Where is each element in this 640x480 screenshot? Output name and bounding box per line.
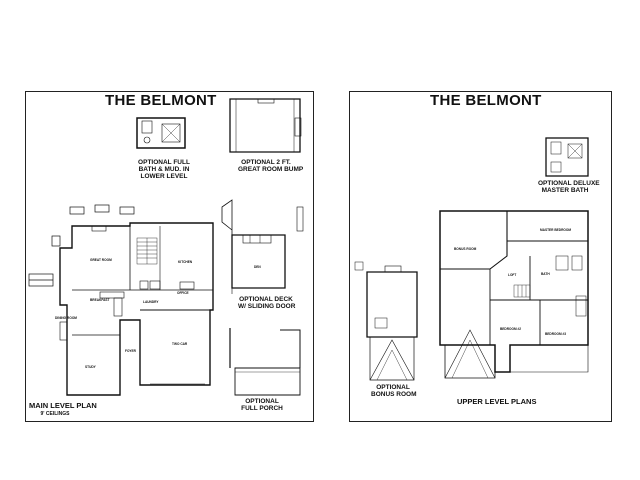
room-den: DEN [254,265,261,269]
option-bonus-inset [354,261,418,381]
room-kitchen: KITCHEN [178,260,193,264]
room-bonus-upper: BONUS ROOM [454,247,477,251]
side-elevation-boxes [28,204,135,287]
option-bonus-caption: OPTIONAL BONUS ROOM [371,384,417,398]
upper-level-plan-label: UPPER LEVEL PLANS [457,397,537,406]
room-foyer: FOYER [125,349,136,353]
option-basement-bath-caption: OPTIONAL FULL BATH & MUD. IN LOWER LEVEL [138,159,190,180]
room-study: STUDY [85,365,96,369]
main-level-ceiling-label: 9' CEILINGS [40,411,70,417]
room-dining: DINING ROOM [55,316,77,320]
room-loft: LOFT [508,273,517,277]
room-bedroom-3: BEDROOM #3 [545,332,567,336]
room-great-room: GREAT ROOM [90,258,112,262]
main-level-plan [59,222,214,396]
upper-level-plan [439,210,589,379]
room-garage: TWO CAR [172,342,188,346]
room-bedroom-2: BEDROOM #2 [500,327,522,331]
room-breakfast: BREAKFAST [90,298,110,302]
option-deck-inset [221,199,304,294]
option-full-porch-caption: OPTIONAL FULL PORCH [241,398,283,412]
option-porch-inset [229,328,301,396]
right-sheet-title: THE BELMONT [430,92,542,109]
main-level-sheet [25,91,314,422]
option-bump-inset [229,98,302,153]
room-laundry: LAUNDRY [143,300,159,304]
room-master-bedroom: MASTER BEDROOM [540,228,571,232]
option-bath-inset [136,117,186,149]
option-deck-caption: OPTIONAL DECK W/ SLIDING DOOR [238,296,296,310]
room-office: OFFICE [177,291,189,295]
option-great-room-bump-caption: OPTIONAL 2 FT. GREAT ROOM BUMP [238,159,304,173]
left-sheet-title: THE BELMONT [105,92,217,109]
option-master-bath-caption: OPTIONAL DELUXE MASTER BATH [538,180,600,194]
main-level-plan-label: MAIN LEVEL PLAN [29,401,97,410]
option-master-bath-inset [545,137,589,177]
room-bath: BATH [541,272,550,276]
